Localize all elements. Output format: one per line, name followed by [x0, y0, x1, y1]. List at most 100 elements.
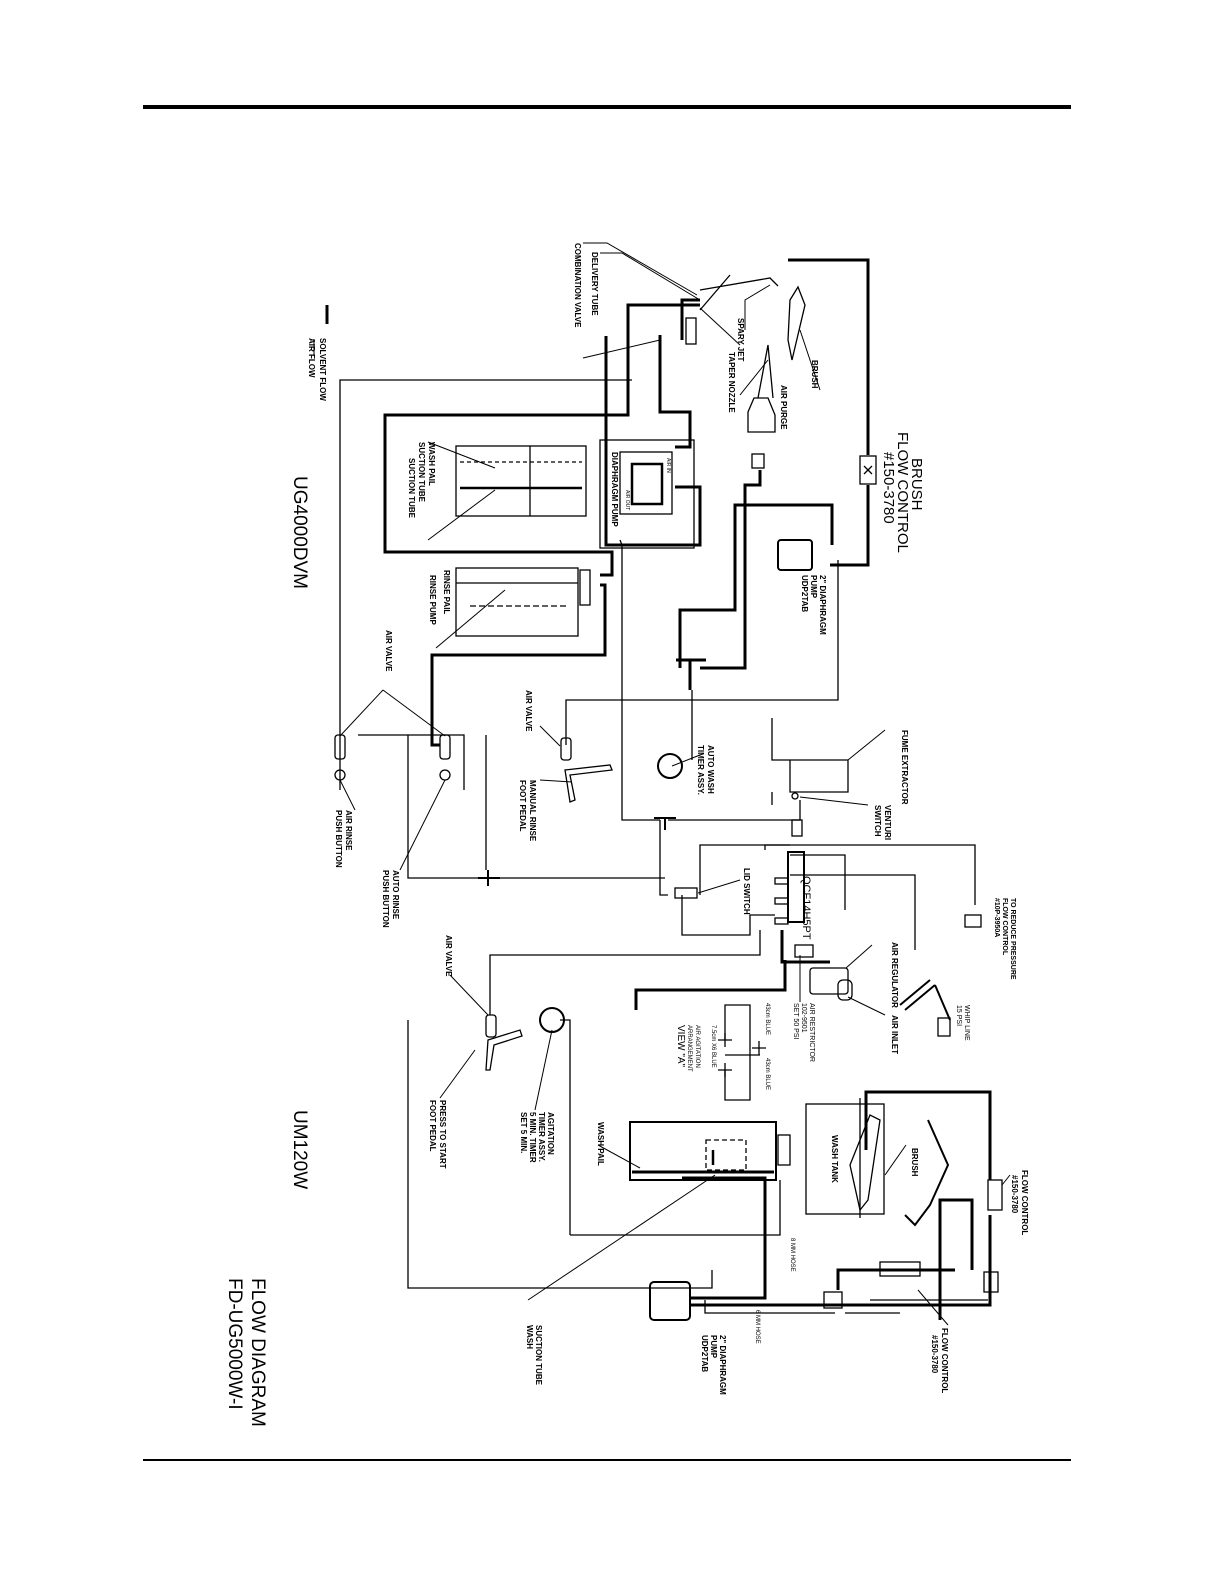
label-air-rinse-1: AIR RINSE — [344, 810, 353, 851]
air-restrictor — [794, 944, 814, 958]
label-suction-wash-1: SUCTION TUBE — [534, 1325, 543, 1386]
label-wash-pail: WASH PAIL — [596, 1122, 605, 1166]
flow-control-right — [987, 1179, 1003, 1211]
tee-air-rinse — [478, 870, 500, 886]
label-flow-control-b-2: #150-3780 — [930, 1335, 939, 1374]
fume-extractor — [771, 718, 849, 793]
label-agitation-arr-1: AIR AGITATION — [694, 1025, 700, 1068]
label-pump-bottom-3: UDP2TAB — [700, 1335, 709, 1372]
label-air-valve-2: AIR VALVE — [524, 690, 533, 732]
label-air-restrictor-1: AIR RESTRICTOR — [808, 1003, 815, 1062]
brush-flow-control — [859, 455, 877, 485]
air-lines-upper — [339, 379, 976, 950]
solvent-lines-upper — [383, 258, 870, 747]
label-flow-control-r-2: #150-3780 — [1010, 1175, 1019, 1214]
legend-air-label: AIR FLOW — [307, 338, 316, 378]
reduce-pressure-flow-control — [964, 914, 982, 928]
wash-tank-fitting — [777, 1134, 791, 1166]
label-diaphragm-pump: DIAPHRAGM PUMP — [610, 452, 619, 527]
label-air-restrictor-2: 102-9501 — [800, 1003, 807, 1033]
diaphragm-pump — [619, 451, 673, 515]
press-foot-pedal — [485, 1029, 523, 1071]
rinse-pump-body — [579, 569, 591, 606]
label-pump-top-2: PUMP — [809, 575, 818, 599]
label-rinse-pump: RINSE PUMP — [428, 575, 437, 625]
model-ug4000dvm: UG4000DVM — [289, 476, 310, 589]
label-manual-rinse-1: MANUAL RINSE — [528, 780, 537, 842]
title-line-2: FD-UG5000W-I — [224, 1278, 245, 1410]
air-valve-auto — [439, 734, 451, 760]
label-delivery-tube: DELIVERY TUBE — [590, 252, 599, 316]
label-air-regulator: AIR REGULATOR — [890, 942, 899, 1008]
label-agitation-timer-2: TIMER ASSY. — [537, 1112, 546, 1162]
label-auto-wash-2: TIMER ASSY. — [696, 745, 705, 795]
label-suction-wash-2: WASH — [525, 1325, 534, 1349]
auto-rinse-button — [439, 769, 451, 781]
solvent-lines-lower — [634, 930, 992, 1320]
pump-top-udp2tab — [777, 539, 813, 571]
flow-control-bottom — [879, 1261, 921, 1277]
combination-valve — [685, 317, 697, 345]
label-press-start-1: PRESS TO START — [438, 1100, 447, 1169]
pump-bottom-udp2tab — [649, 1281, 691, 1321]
rinse-pail — [455, 567, 579, 637]
label-pump-top-1: 2" DIAPHRAGM — [818, 575, 827, 635]
auto-wash-timer — [657, 753, 683, 779]
tee-mid — [654, 817, 676, 830]
leader-lines — [339, 242, 1011, 1326]
model-um120w: UM120W — [289, 1110, 310, 1189]
label-venturi-1: VENTURI — [883, 805, 892, 840]
label-venturi-2: SWITCH — [873, 805, 882, 837]
label-suction-tube: SUCTION TUBE — [407, 458, 416, 519]
label-auto-wash-1: AUTO WASH — [706, 745, 715, 794]
components-lower — [485, 914, 1003, 1321]
label-manual-rinse-2: FOOT PEDAL — [518, 780, 527, 832]
label-brush-top: BRUSH — [810, 360, 819, 389]
wash-pail-lower — [629, 1121, 777, 1181]
whip-line-coupler — [937, 1017, 951, 1037]
label-view-a: VIEW "A" — [675, 1025, 686, 1068]
bottom-rule — [143, 1459, 1071, 1461]
label-wash-pail-1: WASH PAIL — [427, 442, 436, 486]
title-line-1: FLOW DIAGRAM — [247, 1278, 268, 1427]
label-fume-extractor: FUME EXTRACTOR — [900, 730, 909, 805]
label-air-valve-3: AIR VALVE — [444, 935, 453, 977]
lid-switch — [674, 887, 698, 899]
agitation-arrangement-fittings — [718, 1033, 766, 1077]
label-auto-rinse-2: PUSH BUTTON — [381, 870, 390, 928]
label-air-rinse-2: PUSH BUTTON — [334, 810, 343, 868]
label-lid-switch: LID SWITCH — [742, 868, 751, 915]
venturi-switch — [791, 819, 803, 837]
label-agitation-timer-4: SET 5 MIN. — [519, 1112, 528, 1153]
label-blue-43-b: 43cm BLUE — [764, 1058, 770, 1090]
label-flow-control-b-1: FLOW CONTROL — [940, 1328, 949, 1393]
label-reduce-3: #10P-3950A — [993, 898, 1000, 937]
label-auto-rinse-1: AUTO RINSE — [391, 870, 400, 920]
brush-right-gun — [904, 1119, 950, 1227]
label-manifold: QCF14H5PT — [800, 876, 812, 940]
tee-bottom — [823, 1291, 843, 1309]
label-flow-control-r-1: FLOW CONTROL — [1020, 1170, 1029, 1235]
air-regulator — [809, 967, 849, 995]
label-wash-tank: WASH TANK — [830, 1135, 839, 1183]
label-pump-bottom-2: PUMP — [709, 1335, 718, 1359]
label-whip-2: 15 PSI — [955, 1005, 962, 1026]
manifold-qcf14h5pt — [787, 851, 805, 923]
label-wash-pail-2: SUCTION TUBE — [417, 442, 426, 503]
label-air-restrictor-3: SET 50 PSI — [792, 1003, 799, 1040]
air-valve-rinse — [334, 734, 346, 760]
label-brush-flow-1: BRUSH — [908, 458, 925, 511]
whip-line-gun — [899, 979, 951, 1021]
label-brush-flow-3: #150-3780 — [880, 452, 897, 524]
label-reduce-1: TO REDUCE PRESSURE — [1009, 898, 1016, 980]
air-valve-manual — [560, 737, 572, 761]
label-agitation-timer-1: AGITATION — [546, 1112, 555, 1155]
label-reduce-2: FLOW CONTROL — [1001, 898, 1008, 956]
flow-control-bottom-fitting — [983, 1271, 999, 1293]
label-air-valve-1: AIR VALVE — [384, 630, 393, 672]
label-whip-1: WHIP LINE — [963, 1005, 970, 1041]
label-air-in: AIR IN — [665, 458, 671, 473]
diagram-title: FLOW DIAGRAM FD-UG5000W-I — [224, 1278, 268, 1427]
